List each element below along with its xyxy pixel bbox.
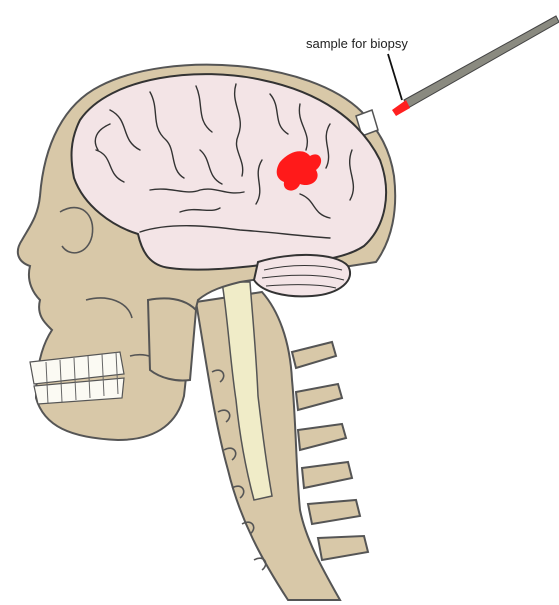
vertebra-process-2 <box>296 384 342 410</box>
cervical-spine <box>196 292 368 600</box>
vertebra-process-1 <box>292 342 336 368</box>
mandible-ramus <box>148 298 196 380</box>
vertebra-process-6 <box>318 536 368 560</box>
biopsy-label: sample for biopsy <box>306 36 408 51</box>
biopsy-needle <box>392 16 559 116</box>
label-pointer-line <box>388 54 402 100</box>
vertebra-process-4 <box>302 462 352 488</box>
vertebra-process-5 <box>308 500 360 524</box>
needle-shaft <box>404 16 559 108</box>
vertebra-process-3 <box>298 424 346 450</box>
